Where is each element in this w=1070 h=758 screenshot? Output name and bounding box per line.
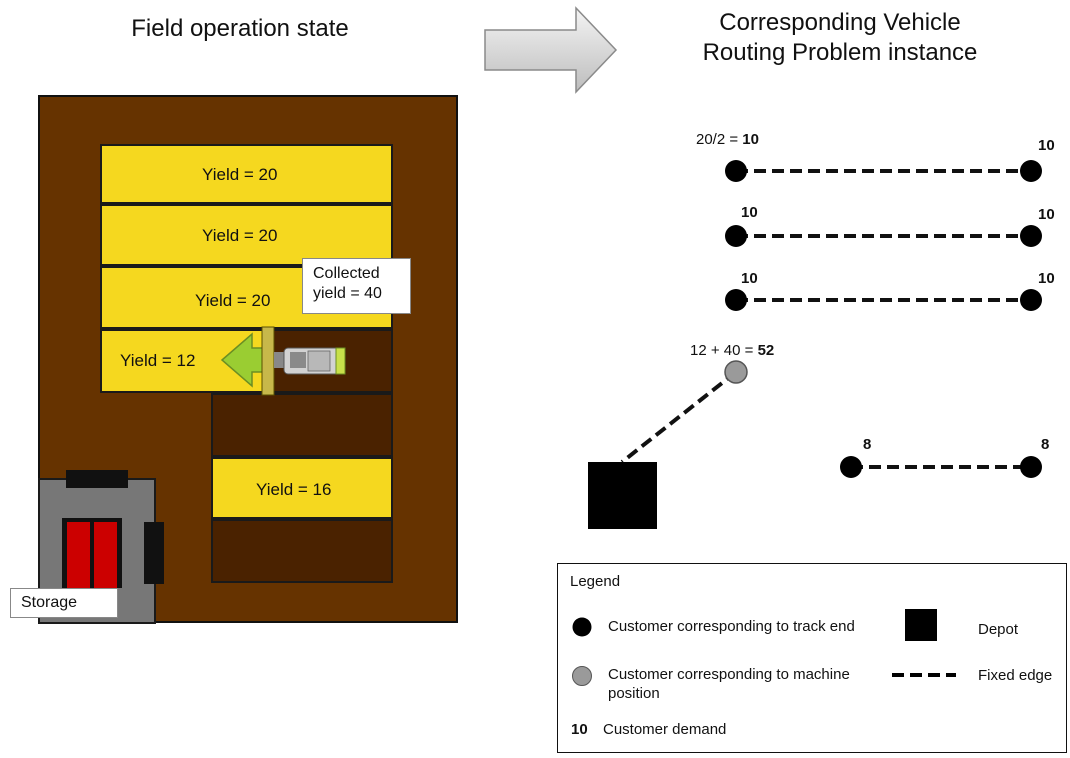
track-end-customer: [1020, 289, 1042, 311]
storage-label: Storage: [10, 588, 118, 618]
track-end-customer: [1020, 160, 1042, 182]
demand-label: 10: [1038, 206, 1055, 223]
right-title-line-1: Corresponding Vehicle: [719, 9, 961, 36]
track-end-customer: [1020, 225, 1042, 247]
demand-label: 10: [1038, 137, 1055, 154]
collected-yield-line-2: yield = 40: [313, 285, 382, 302]
track-end-customer: [725, 160, 747, 182]
collected-yield-note: Collected yield = 40: [302, 258, 411, 314]
strip-yield-label: Yield = 20: [195, 291, 271, 310]
depot-icon: [905, 609, 937, 641]
storage-side-block: [144, 522, 164, 584]
demand-label: 8: [863, 436, 872, 453]
harvester-machine-icon: [220, 326, 346, 396]
legend-demand-label: Customer demand: [603, 721, 727, 738]
storage-roof-block: [66, 470, 128, 488]
strip-yield-label: Yield = 20: [202, 226, 278, 245]
right-arrow-icon: [484, 6, 618, 94]
track-end-icon: [572, 617, 592, 637]
strip-unharvested: Yield = 16: [211, 457, 393, 519]
legend-machine-label: Customer corresponding to machine positi…: [608, 666, 850, 702]
strip-harvested: [211, 519, 393, 583]
demand-label: 10: [741, 270, 758, 287]
right-panel-title: Corresponding Vehicle Routing Problem in…: [640, 8, 1040, 68]
fixed-edge-icon: [892, 673, 956, 677]
legend-track-end-label: Customer corresponding to track end: [608, 618, 855, 635]
legend: Legend Customer corresponding to track e…: [557, 563, 1067, 753]
machine-position-customer: [724, 360, 748, 384]
collected-yield-line-1: Collected: [313, 265, 380, 282]
machine-position-icon: [572, 666, 592, 686]
demand-label: 10: [741, 204, 758, 221]
strip-yield-label: Yield = 16: [256, 480, 332, 499]
track-end-customer: [840, 456, 862, 478]
strip-unharvested: Yield = 20: [100, 204, 393, 266]
track-end-customer: [725, 289, 747, 311]
demand-label: 12 + 40 = 52: [690, 342, 775, 359]
legend-title: Legend: [570, 573, 621, 590]
legend-depot-label: Depot: [978, 621, 1019, 638]
demand-label: 10: [1038, 270, 1055, 287]
demand-label: 20/2 = 10: [696, 131, 759, 148]
track-end-customer: [1020, 456, 1042, 478]
strip-yield-label: Yield = 20: [202, 165, 278, 184]
legend-fixed-edge-label: Fixed edge: [978, 667, 1053, 684]
depot: [588, 462, 657, 529]
strip-yield-label: Yield = 12: [120, 351, 196, 370]
depot-edge: [620, 370, 738, 464]
storage-door-frame: [62, 518, 122, 588]
left-panel-title: Field operation state: [131, 15, 349, 42]
strip-unharvested: Yield = 20: [100, 144, 393, 204]
strip-harvested: [211, 393, 393, 457]
demand-label: 8: [1041, 436, 1050, 453]
legend-demand-example: 10: [571, 721, 588, 738]
right-title-line-2: Routing Problem instance: [702, 39, 978, 66]
track-end-customer: [725, 225, 747, 247]
